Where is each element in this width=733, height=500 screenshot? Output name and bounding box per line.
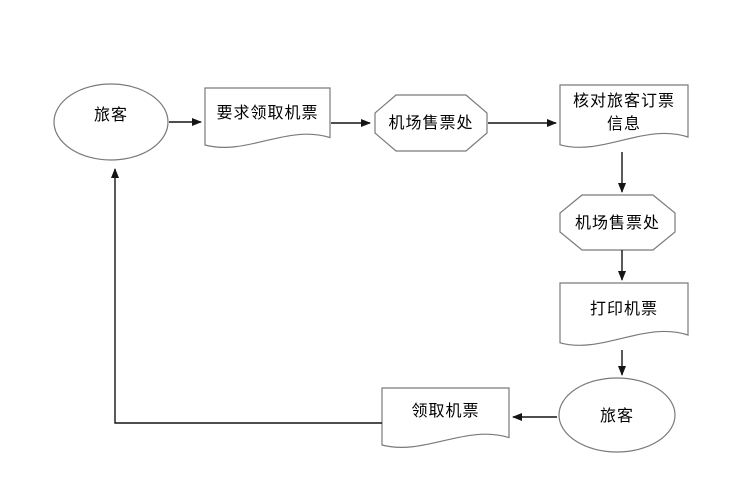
edges xyxy=(111,118,626,424)
node-passenger-start-shape xyxy=(53,83,169,161)
node-request-ticket-label: 要求领取机票 xyxy=(216,105,319,122)
node-collect-ticket-label: 领取机票 xyxy=(411,403,480,420)
node-ticket-office-1-shape xyxy=(374,94,488,152)
node-shapes xyxy=(53,83,689,453)
node-passenger-end-label: 旅客 xyxy=(599,408,634,425)
node-ticket-office-2-label: 机场售票处 xyxy=(574,215,660,232)
node-request-ticket-shape xyxy=(204,87,331,148)
edge-collect-to-passenger-start xyxy=(111,168,382,424)
node-collect-ticket-shape xyxy=(381,387,510,448)
node-ticket-office-2-shape xyxy=(559,194,676,251)
node-ticket-office-1-label: 机场售票处 xyxy=(388,115,474,132)
node-print-ticket-shape xyxy=(559,282,689,346)
node-verify-booking-shape xyxy=(559,84,689,148)
node-print-ticket-label: 打印机票 xyxy=(589,301,658,318)
node-passenger-start-label: 旅客 xyxy=(93,107,128,124)
node-verify-booking-label: 核对旅客订票信息 xyxy=(572,93,675,133)
node-passenger-end-shape xyxy=(558,377,676,453)
